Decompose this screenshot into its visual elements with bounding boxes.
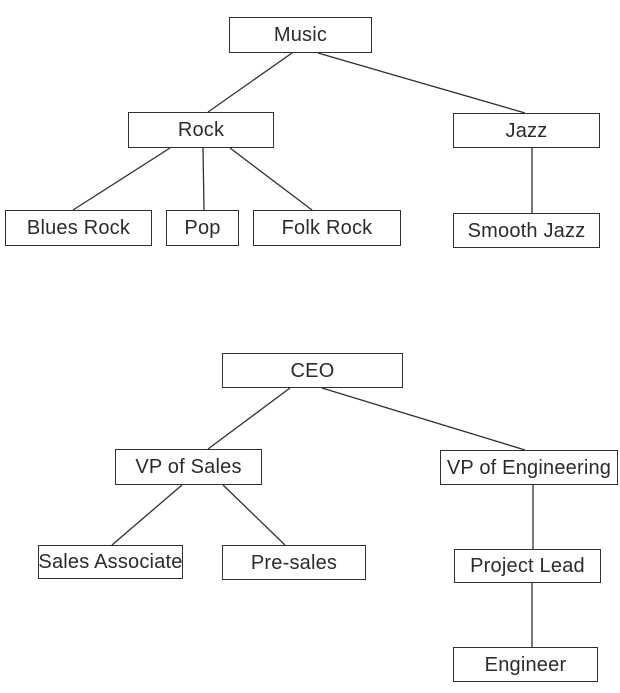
edge-rock-to-blues-rock (72, 147, 171, 211)
tree-node-sales-associate: Sales Associate (38, 545, 183, 579)
tree-node-project-lead: Project Lead (454, 549, 601, 583)
tree-node-vp-of-sales: VP of Sales (115, 449, 262, 485)
tree-node-music: Music (229, 17, 372, 53)
tree-node-pre-sales: Pre-sales (222, 545, 366, 580)
tree-node-blues-rock: Blues Rock (5, 210, 152, 246)
edge-ceo-to-vp-of-engineering (321, 387, 526, 451)
edge-rock-to-pop (202, 147, 205, 211)
edge-vp-of-sales-to-pre-sales (222, 484, 286, 546)
edge-music-to-jazz (317, 52, 526, 114)
edge-music-to-rock (207, 52, 293, 113)
tree-node-folk-rock: Folk Rock (253, 210, 401, 246)
tree-node-ceo: CEO (222, 353, 403, 388)
tree-node-pop: Pop (166, 210, 239, 246)
edge-vp-of-sales-to-sales-associate (111, 484, 183, 546)
tree-node-vp-of-engineering: VP of Engineering (440, 450, 618, 485)
tree-node-engineer: Engineer (453, 647, 598, 682)
tree-node-jazz: Jazz (453, 113, 600, 148)
tree-node-rock: Rock (128, 112, 274, 148)
tree-node-smooth-jazz: Smooth Jazz (453, 213, 600, 248)
edge-ceo-to-vp-of-sales (207, 387, 291, 450)
edge-rock-to-folk-rock (229, 147, 313, 211)
